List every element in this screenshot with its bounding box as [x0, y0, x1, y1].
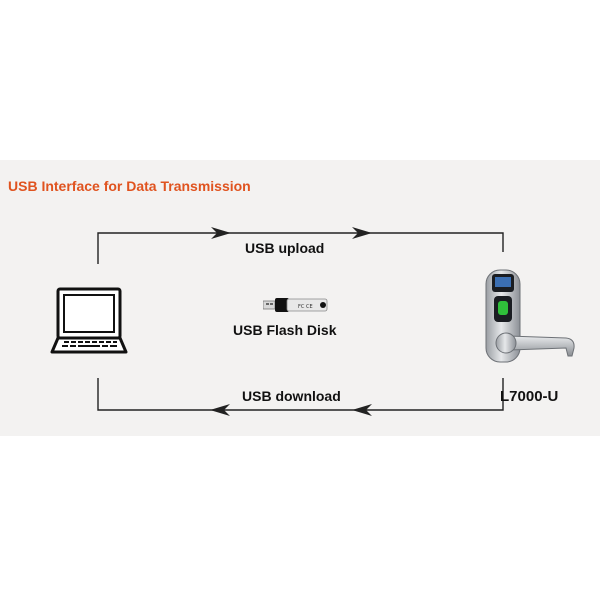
- upload-arrow-2: [352, 227, 372, 239]
- upload-connector: [97, 232, 504, 264]
- usb-flash-disk-label: USB Flash Disk: [233, 322, 337, 338]
- download-arrow-1: [352, 404, 372, 416]
- fingerprint-door-lock-icon: [485, 269, 575, 363]
- device-model-label: L7000-U: [500, 388, 559, 405]
- usb-upload-label: USB upload: [245, 240, 325, 256]
- laptop-icon: [50, 287, 128, 354]
- download-arrow-2: [210, 404, 230, 416]
- usb-download-label: USB download: [242, 388, 341, 404]
- diagram-title: USB Interface for Data Transmission: [8, 178, 251, 194]
- download-connector: [97, 378, 504, 411]
- svg-text:FC CE: FC CE: [298, 304, 313, 310]
- usb-flash-drive-icon: FC CE: [263, 298, 328, 312]
- upload-arrow-1: [211, 227, 231, 239]
